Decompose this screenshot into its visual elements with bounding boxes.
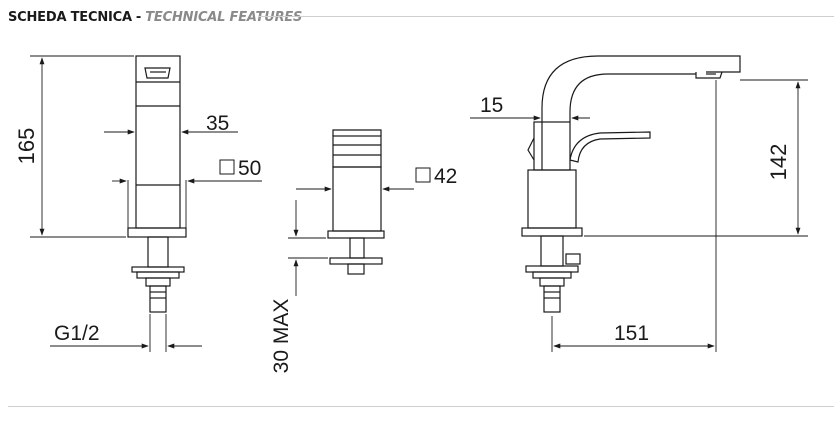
- side-spout-outlet: [695, 71, 723, 79]
- square-symbol-icon: [219, 159, 235, 175]
- header-title: SCHEDA TECNICA: [8, 9, 132, 25]
- dim-label-15: 15: [480, 94, 503, 117]
- front-thread-stub: [149, 285, 167, 313]
- dim-label-thread: G1/2: [54, 322, 100, 345]
- dim-label-35: 35: [206, 112, 229, 135]
- handle-dimensions: [288, 186, 414, 296]
- side-view: [521, 55, 741, 313]
- dim-label-142: 142: [766, 144, 791, 181]
- header-subtitle: TECHNICAL FEATURES: [145, 9, 303, 25]
- side-lever: [569, 131, 651, 163]
- handle-view: [327, 129, 385, 275]
- front-view: [127, 55, 187, 313]
- side-spout-outer: [541, 55, 741, 122]
- dim-label-30-max: 30 MAX: [270, 299, 293, 374]
- front-base-flange: [127, 227, 187, 238]
- dim-label-165: 165: [14, 128, 39, 165]
- side-thread-stub: [543, 285, 561, 313]
- handle-base-flange: [327, 230, 385, 239]
- dim-label-151: 151: [614, 322, 649, 345]
- side-base-flange: [521, 227, 583, 237]
- handle-top: [332, 129, 382, 136]
- dim-label-50: 50: [238, 157, 261, 180]
- front-spout-outlet: [144, 67, 171, 79]
- header-separator: -: [135, 9, 142, 25]
- header-divider: [258, 16, 834, 17]
- footer-divider: [8, 406, 834, 407]
- front-dimensions: [30, 55, 262, 352]
- side-dimensions: [470, 79, 808, 352]
- square-symbol-icon: [415, 167, 431, 183]
- technical-header: SCHEDA TECNICA - TECHNICAL FEATURES: [8, 7, 302, 27]
- dim-label-42: 42: [434, 165, 457, 188]
